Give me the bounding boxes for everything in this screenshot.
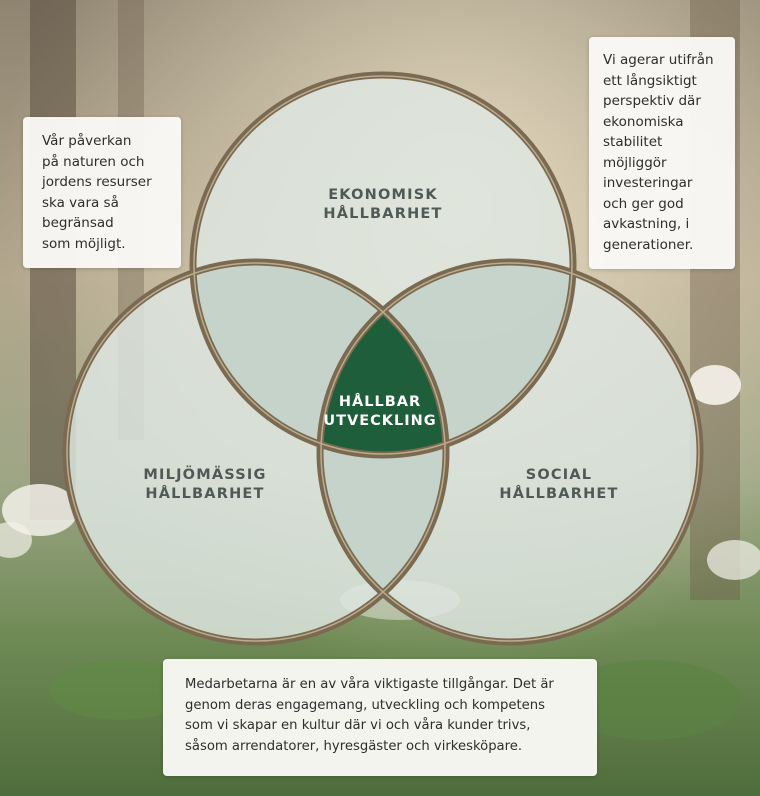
label-social: SOCIAL HÅLLBARHET <box>499 467 619 502</box>
note-social: Medarbetarna är en av våra viktigaste ti… <box>163 659 597 776</box>
label-miljomassig: MILJÖMÄSSIG HÅLLBARHET <box>143 467 267 502</box>
ring-miljomassig <box>62 258 450 646</box>
center-intersection <box>320 262 446 455</box>
note-economy: Vi agerar utifrån ett långsiktigt perspe… <box>589 37 735 269</box>
ring-social <box>316 258 704 646</box>
ring-ekonomisk <box>189 71 577 459</box>
label-hallbar-utveckling: HÅLLBAR UTVECKLING <box>323 394 437 429</box>
note-environment: Vår påverkan på naturen och jordens resu… <box>23 117 181 268</box>
label-ekonomisk: EKONOMISK HÅLLBARHET <box>323 187 443 222</box>
